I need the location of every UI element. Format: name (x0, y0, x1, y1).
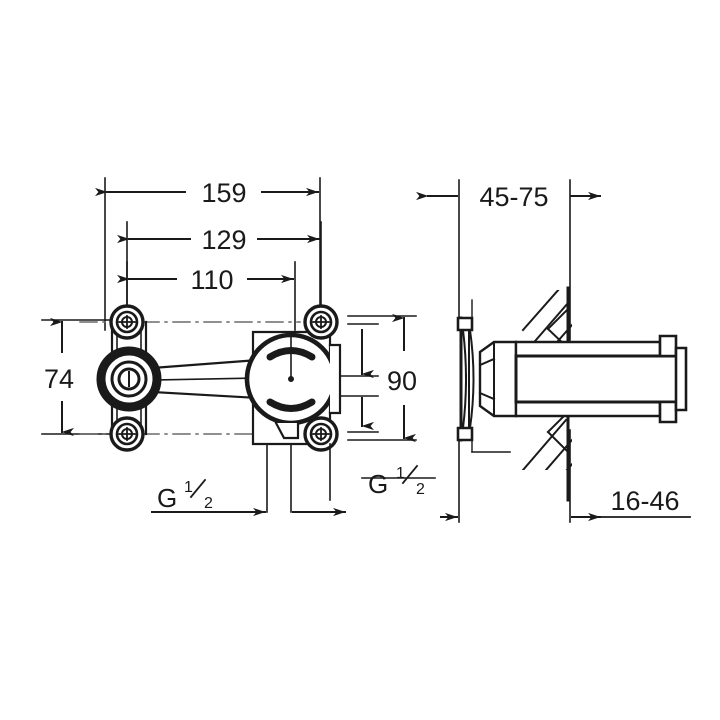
thread-label-left-prefix: G (157, 483, 177, 513)
valve-head (244, 332, 338, 426)
bolt-top-left (109, 304, 145, 340)
bolt-top-right (303, 304, 339, 340)
thread-leader-lines (266, 443, 331, 513)
dimension-129-label: 129 (201, 225, 246, 255)
valve-body-side (456, 299, 688, 453)
left-hub (96, 346, 162, 412)
valve-upper-rail (514, 340, 662, 358)
right-connector (328, 343, 342, 415)
thread-label-right-prefix: G (368, 469, 388, 499)
valve-main-body (514, 354, 680, 404)
thread-label-left: G 1 2 (157, 478, 213, 513)
dimension-inner-vertical (340, 323, 379, 433)
thread-label-right-denominator: 2 (416, 481, 425, 498)
escutcheon-plate (456, 299, 511, 453)
valve-collar (478, 340, 518, 418)
dimension-45-75-label: 45-75 (479, 182, 548, 212)
bolt-bottom-left (109, 416, 145, 452)
valve-end-stubs (658, 334, 688, 424)
dimension-74-label: 74 (44, 364, 74, 394)
dimension-16-46-label: 16-46 (610, 486, 679, 516)
dimension-159-label: 159 (201, 178, 246, 208)
side-extension-lines (458, 179, 571, 523)
bolt-bottom-right (303, 416, 339, 452)
thread-label-left-denominator: 2 (204, 495, 213, 512)
thread-label-left-numerator: 1 (184, 479, 193, 496)
valve-lower-tab (274, 421, 300, 440)
dimension-90-label: 90 (387, 366, 417, 396)
thread-label-right-numerator: 1 (396, 465, 405, 482)
dimension-110-label: 110 (190, 265, 233, 295)
connecting-arm (150, 358, 260, 400)
thread-label-right: G 1 2 (361, 464, 436, 499)
valve-body-front (96, 304, 342, 452)
valve-lower-rail (514, 400, 662, 418)
